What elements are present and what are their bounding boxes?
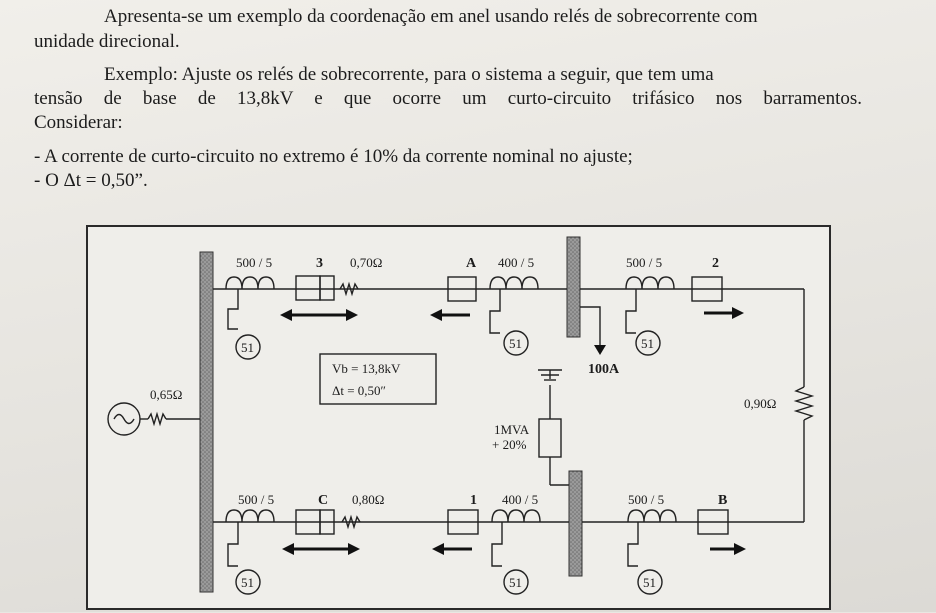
impedance-bottom-left: 0,80Ω: [352, 492, 384, 507]
paragraph1-line1: Apresenta-se um exemplo da coordenação e…: [104, 6, 758, 27]
svg-text:51: 51: [509, 575, 522, 590]
bidirectional-arrow-top-left: [280, 309, 358, 321]
relay-51-top-left: [235, 334, 261, 360]
circuit-svg: 0,65Ω 0,90Ω 500 / 5 51 3: [107, 236, 815, 595]
relay-label-a: A: [466, 256, 477, 271]
arrow-left-relay-1: [432, 543, 472, 555]
ct-ratio-bottom-left: 500 / 5: [238, 492, 274, 507]
ct-coil-icon-bottom-mid: [491, 509, 541, 523]
ct-coil-icon-bottom-right: [627, 509, 677, 523]
paragraph2-line1: Exemplo: Ajuste os relés de sobrecorrent…: [104, 64, 714, 85]
relay-label-1: 1: [470, 493, 477, 508]
relay-51-bottom-mid: [503, 569, 529, 595]
right-impedance-label: 0,90Ω: [744, 396, 776, 411]
relay-51-bottom-left: [235, 569, 261, 595]
ct-ratio-top-right: 500 / 5: [626, 255, 662, 270]
ct-coil-icon-top-mid: [489, 276, 539, 290]
ct-coil-icon-top-left: [225, 276, 275, 290]
transformer-box: [538, 418, 562, 458]
svg-text:51: 51: [509, 336, 522, 351]
breaker-relay-b: [697, 509, 729, 535]
transformer-impedance: + 20%: [492, 437, 527, 452]
system-info-box: [319, 353, 437, 405]
svg-text:51: 51: [241, 575, 254, 590]
breaker-relay-2: [691, 276, 723, 302]
main-busbar-left: [199, 251, 214, 593]
load-current-label: 100A: [588, 362, 620, 377]
ct-ratio-top-left: 500 / 5: [236, 255, 272, 270]
delta-t: Δt = 0,50″: [332, 383, 386, 398]
ct-ratio-bottom-right: 500 / 5: [628, 492, 664, 507]
paragraph1-line2: unidade direcional.: [34, 31, 180, 52]
source-impedance-label: 0,65Ω: [150, 387, 182, 402]
line-resistor-top-left: [339, 281, 359, 297]
ct-ratio-top-mid: 400 / 5: [498, 255, 534, 270]
base-voltage: Vb = 13,8kV: [332, 361, 401, 376]
bidirectional-arrow-bottom-left: [282, 543, 360, 555]
svg-text:51: 51: [643, 575, 656, 590]
relay-label-b: B: [718, 493, 727, 508]
ct-coil-icon-top-right: [625, 276, 675, 290]
impedance-top-left: 0,70Ω: [350, 255, 382, 270]
relay-51-top-mid: [503, 330, 529, 356]
arrow-right-relay-b: [710, 543, 746, 555]
arrow-left-relay-a: [430, 309, 470, 321]
bullet-short-circuit: - A corrente de curto-circuito no extrem…: [34, 146, 633, 167]
source-resistor-icon: [147, 411, 167, 427]
bullet-delta-t: - O Δt = 0,50”.: [34, 170, 148, 191]
breaker-relay-1: [447, 509, 479, 535]
relay-51-bottom-right: [637, 569, 663, 595]
busbar-bottom-right: [568, 470, 583, 577]
relay-label-c: C: [318, 493, 328, 508]
relay-label-2: 2: [712, 256, 719, 271]
transformer-rating: 1MVA: [494, 422, 530, 437]
svg-text:51: 51: [641, 336, 654, 351]
line-resistor-bottom-left: [341, 514, 361, 530]
relay-51-label: 51: [241, 340, 254, 355]
ct-ratio-bottom-mid: 400 / 5: [502, 492, 538, 507]
generator-source-icon: [107, 402, 141, 436]
load-arrow-icon: [594, 345, 606, 355]
ring-circuit-diagram: 0,65Ω 0,90Ω 500 / 5 51 3: [86, 225, 831, 610]
breaker-relay-a: [447, 276, 477, 302]
relay-label-3: 3: [316, 256, 323, 271]
arrow-right-relay-2: [704, 307, 744, 319]
breaker-relay-3: [295, 275, 321, 301]
paragraph2-line3: Considerar:: [34, 112, 123, 133]
paragraph2-line2: tensão de base de 13,8kV e que ocorre um…: [34, 88, 862, 109]
right-resistor-icon: [793, 386, 815, 421]
ct-coil-icon-bottom-left: [225, 509, 275, 523]
relay-51-top-right: [635, 330, 661, 356]
busbar-top-right: [566, 236, 581, 338]
